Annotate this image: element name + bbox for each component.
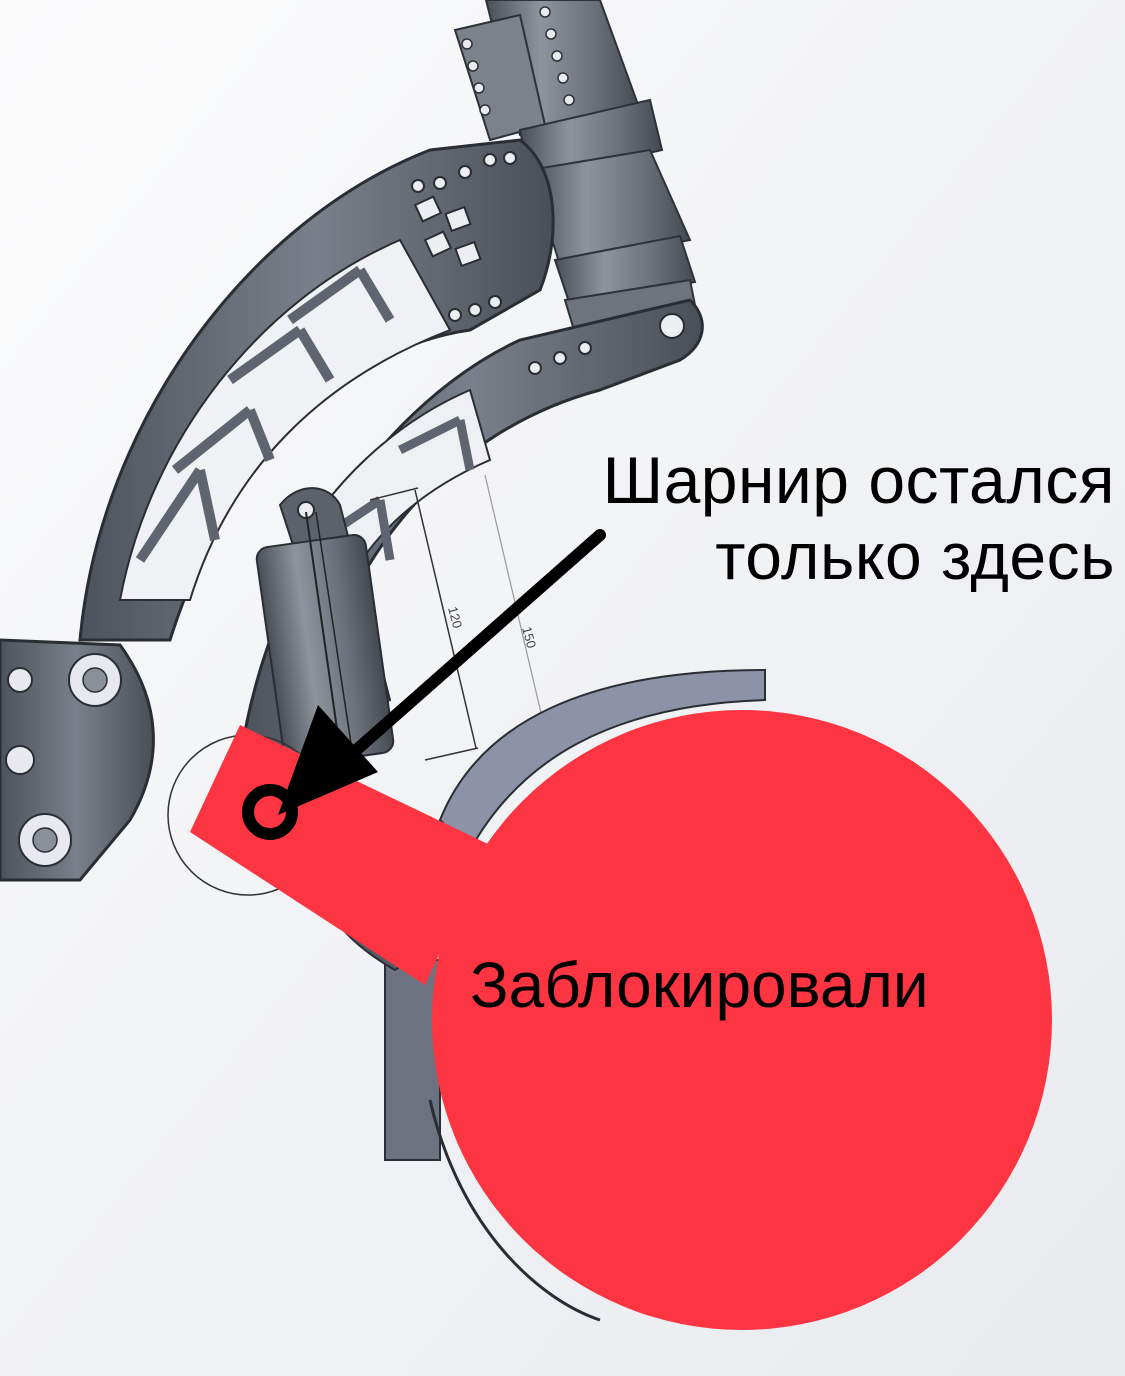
dimension-120 — [369, 487, 479, 761]
dimension-150-label: 150 — [519, 625, 539, 650]
hinge-and-shock — [255, 487, 395, 767]
hinge-callout-label: Шарнир остался только здесь — [540, 442, 1115, 594]
upper-truss-arm — [78, 138, 555, 642]
hinge-ring-center — [262, 804, 278, 820]
steering-column — [453, 0, 702, 352]
arrow-pointer-icon — [278, 529, 606, 815]
left-mount-plate — [0, 638, 155, 882]
dimension-120-label: 120 — [445, 605, 465, 630]
hinge-callout-line-2: только здесь — [715, 519, 1115, 593]
torx-screw-icon — [32, 667, 108, 853]
hinge-callout-line-1: Шарнир остался — [602, 443, 1115, 517]
blocked-label: Заблокировали — [470, 949, 929, 1021]
